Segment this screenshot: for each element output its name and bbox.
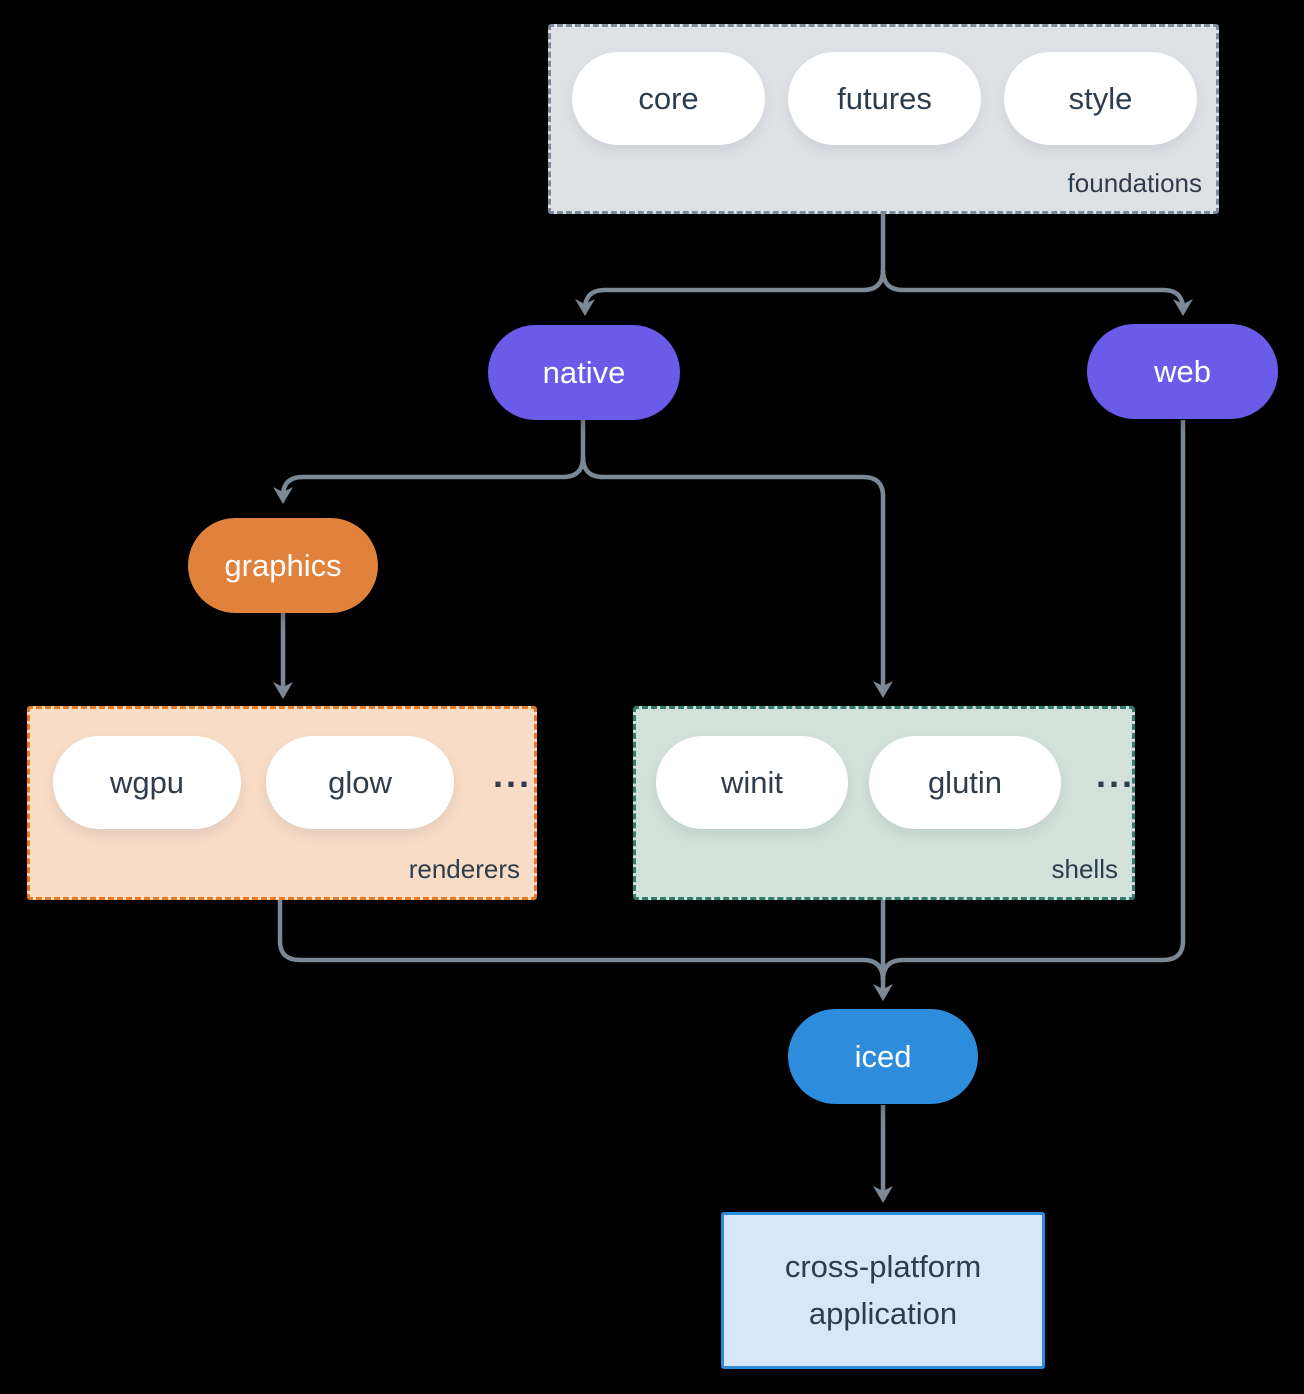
group-shells: winit glutin ... shells (633, 706, 1135, 900)
renderers-ellipsis: ... (493, 753, 533, 795)
pill-glow: glow (266, 736, 454, 829)
edge-foundations-native (575, 269, 886, 316)
edge-web-iced (880, 420, 1186, 981)
edge-foundations-web (880, 269, 1193, 316)
node-iced: iced (788, 1009, 978, 1104)
edge-renderers-iced (277, 900, 886, 981)
node-native: native (488, 325, 680, 420)
pill-glutin: glutin (869, 736, 1061, 829)
application-label: cross-platform application (784, 1249, 982, 1331)
shells-pill-row: winit glutin ... (656, 736, 1135, 829)
renderers-label: renderers (408, 854, 520, 884)
edge-native-graphics (273, 456, 586, 504)
foundations-pill-row: core futures style (572, 52, 1197, 145)
renderers-pill-row: wgpu glow ... (53, 736, 532, 829)
shells-label: shells (1051, 854, 1118, 884)
pill-futures: futures (788, 52, 981, 145)
edge-native-shells (580, 456, 893, 698)
pill-core: core (572, 52, 765, 145)
application-box: cross-platform application (721, 1212, 1045, 1369)
shells-ellipsis: ... (1096, 753, 1136, 795)
group-foundations: core futures style foundations (548, 24, 1219, 214)
group-renderers: wgpu glow ... renderers (27, 706, 537, 900)
node-web: web (1087, 324, 1278, 419)
pill-style: style (1004, 52, 1197, 145)
pill-winit: winit (656, 736, 848, 829)
node-graphics: graphics (188, 518, 378, 613)
pill-wgpu: wgpu (53, 736, 241, 829)
foundations-label: foundations (1067, 168, 1202, 198)
